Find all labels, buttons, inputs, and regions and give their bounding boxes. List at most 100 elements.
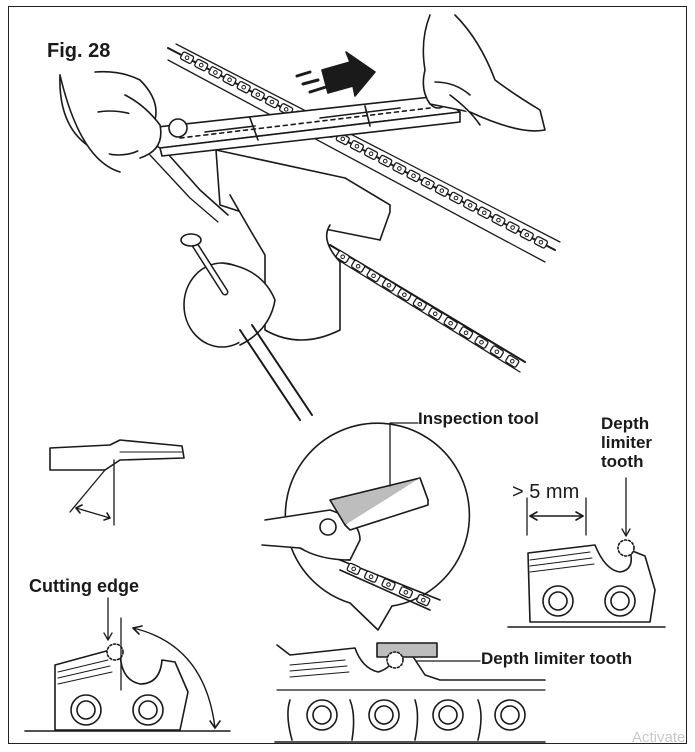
- figure-title: Fig. 28: [47, 40, 111, 62]
- chain-bottom: [274, 642, 546, 743]
- chain-link: [491, 213, 506, 227]
- chain-rivet: [184, 55, 190, 60]
- chain-link: [434, 184, 449, 197]
- chain-rivet: [463, 330, 469, 336]
- chain-rivet: [368, 151, 374, 156]
- chain-lower: [329, 244, 526, 373]
- chain-upper: [167, 43, 561, 263]
- chain-rivet: [448, 320, 453, 326]
- chain-link: [412, 297, 427, 311]
- chain-link: [366, 269, 381, 283]
- magnifier-circle-icon: [261, 422, 471, 631]
- chain-rivet: [269, 99, 275, 105]
- file-icon: [129, 89, 461, 157]
- chain-link: [505, 221, 520, 234]
- chain-rivet: [255, 92, 261, 97]
- chain-link: [194, 58, 209, 72]
- hand-icon: [59, 70, 162, 173]
- chain-link: [236, 80, 251, 94]
- label-gap-dimension: > 5 mm: [512, 481, 580, 503]
- chain-rivet: [439, 188, 445, 193]
- chain-rivet: [482, 210, 487, 216]
- chain-link: [335, 250, 350, 264]
- chain-rivet: [354, 144, 360, 149]
- chain-rivet: [386, 282, 392, 288]
- label-depth-limiter-bottom: Depth limiter tooth: [481, 649, 633, 668]
- chain-rivet: [453, 195, 459, 201]
- chain-link: [428, 307, 443, 321]
- chain-rivet: [425, 180, 430, 186]
- chain-link: [519, 228, 534, 242]
- chain-rivet: [340, 136, 346, 142]
- chain-link: [443, 316, 458, 330]
- chain-link: [392, 162, 407, 175]
- chain-rivet: [213, 70, 218, 75]
- chain-rivet: [494, 349, 500, 355]
- chain-rivet: [496, 217, 501, 223]
- chain-rivet-inner: [438, 705, 458, 725]
- chain-left-run: [149, 144, 229, 223]
- chain-link: [474, 335, 489, 349]
- chain-link: [397, 288, 412, 302]
- chain-link: [378, 154, 393, 168]
- arrow-icon: [295, 51, 376, 97]
- chain-link: [349, 140, 365, 153]
- chain-link: [463, 199, 478, 212]
- chain-rivet: [432, 311, 438, 317]
- chain-link: [489, 345, 504, 359]
- chain-rivet: [340, 254, 346, 260]
- chain-link: [505, 354, 520, 368]
- chain-rivet: [524, 232, 530, 238]
- chain-rivet: [241, 84, 246, 90]
- chain-link: [222, 73, 237, 87]
- chain-rivet: [538, 240, 544, 245]
- chain-rivet: [403, 590, 409, 595]
- chain-rivet-inner: [500, 705, 520, 725]
- chain-rivet: [351, 566, 357, 572]
- chain-rivet: [368, 574, 374, 580]
- chain-link: [406, 169, 421, 183]
- chain-link: [250, 88, 265, 101]
- chain-rivet: [371, 273, 376, 279]
- chain-rivet: [397, 166, 402, 171]
- watermark-text: Activate: [632, 730, 686, 746]
- chain-link: [363, 147, 379, 160]
- chain-rivet: [479, 339, 484, 345]
- chain-link: [179, 51, 195, 64]
- chain-rivet: [411, 173, 416, 179]
- label-depth-limiter-top: Depth limiter tooth: [601, 414, 653, 472]
- chain-link: [381, 278, 397, 292]
- chain-rivet-inner: [374, 705, 394, 725]
- chain-rivet: [386, 582, 391, 587]
- chain-link: [351, 259, 366, 273]
- label-inspection-tool: Inspection tool: [418, 409, 539, 428]
- chain-link: [533, 236, 549, 249]
- tooth-side-sketch: [49, 439, 185, 526]
- vise-icon: [180, 149, 391, 421]
- hand-icon: [422, 14, 546, 132]
- tooth-gauge-right: [507, 497, 666, 628]
- chain-rivet: [227, 77, 232, 83]
- chain-link: [458, 326, 474, 340]
- tooth-cutting-edge: [24, 617, 231, 732]
- chain-rivet: [382, 158, 388, 164]
- chain-rivet: [402, 292, 407, 298]
- chain-rivet: [467, 203, 473, 208]
- chain-rivet: [198, 62, 204, 68]
- chain-link: [208, 66, 223, 79]
- chain-link: [264, 95, 280, 109]
- chain-rivet-inner: [312, 705, 332, 725]
- label-cutting-edge: Cutting edge: [29, 576, 139, 596]
- chain-link: [477, 206, 492, 220]
- chain-rivet: [417, 301, 423, 307]
- chain-rivet: [355, 263, 361, 269]
- chain-rivet: [283, 107, 289, 112]
- chain-link: [420, 176, 435, 190]
- chain-link-outline: [287, 699, 482, 741]
- chain-rivet: [510, 225, 515, 230]
- chain-rivet: [421, 597, 426, 603]
- chain-rivet: [509, 358, 515, 364]
- leader-inspection: [389, 422, 419, 487]
- chain-link: [448, 191, 464, 205]
